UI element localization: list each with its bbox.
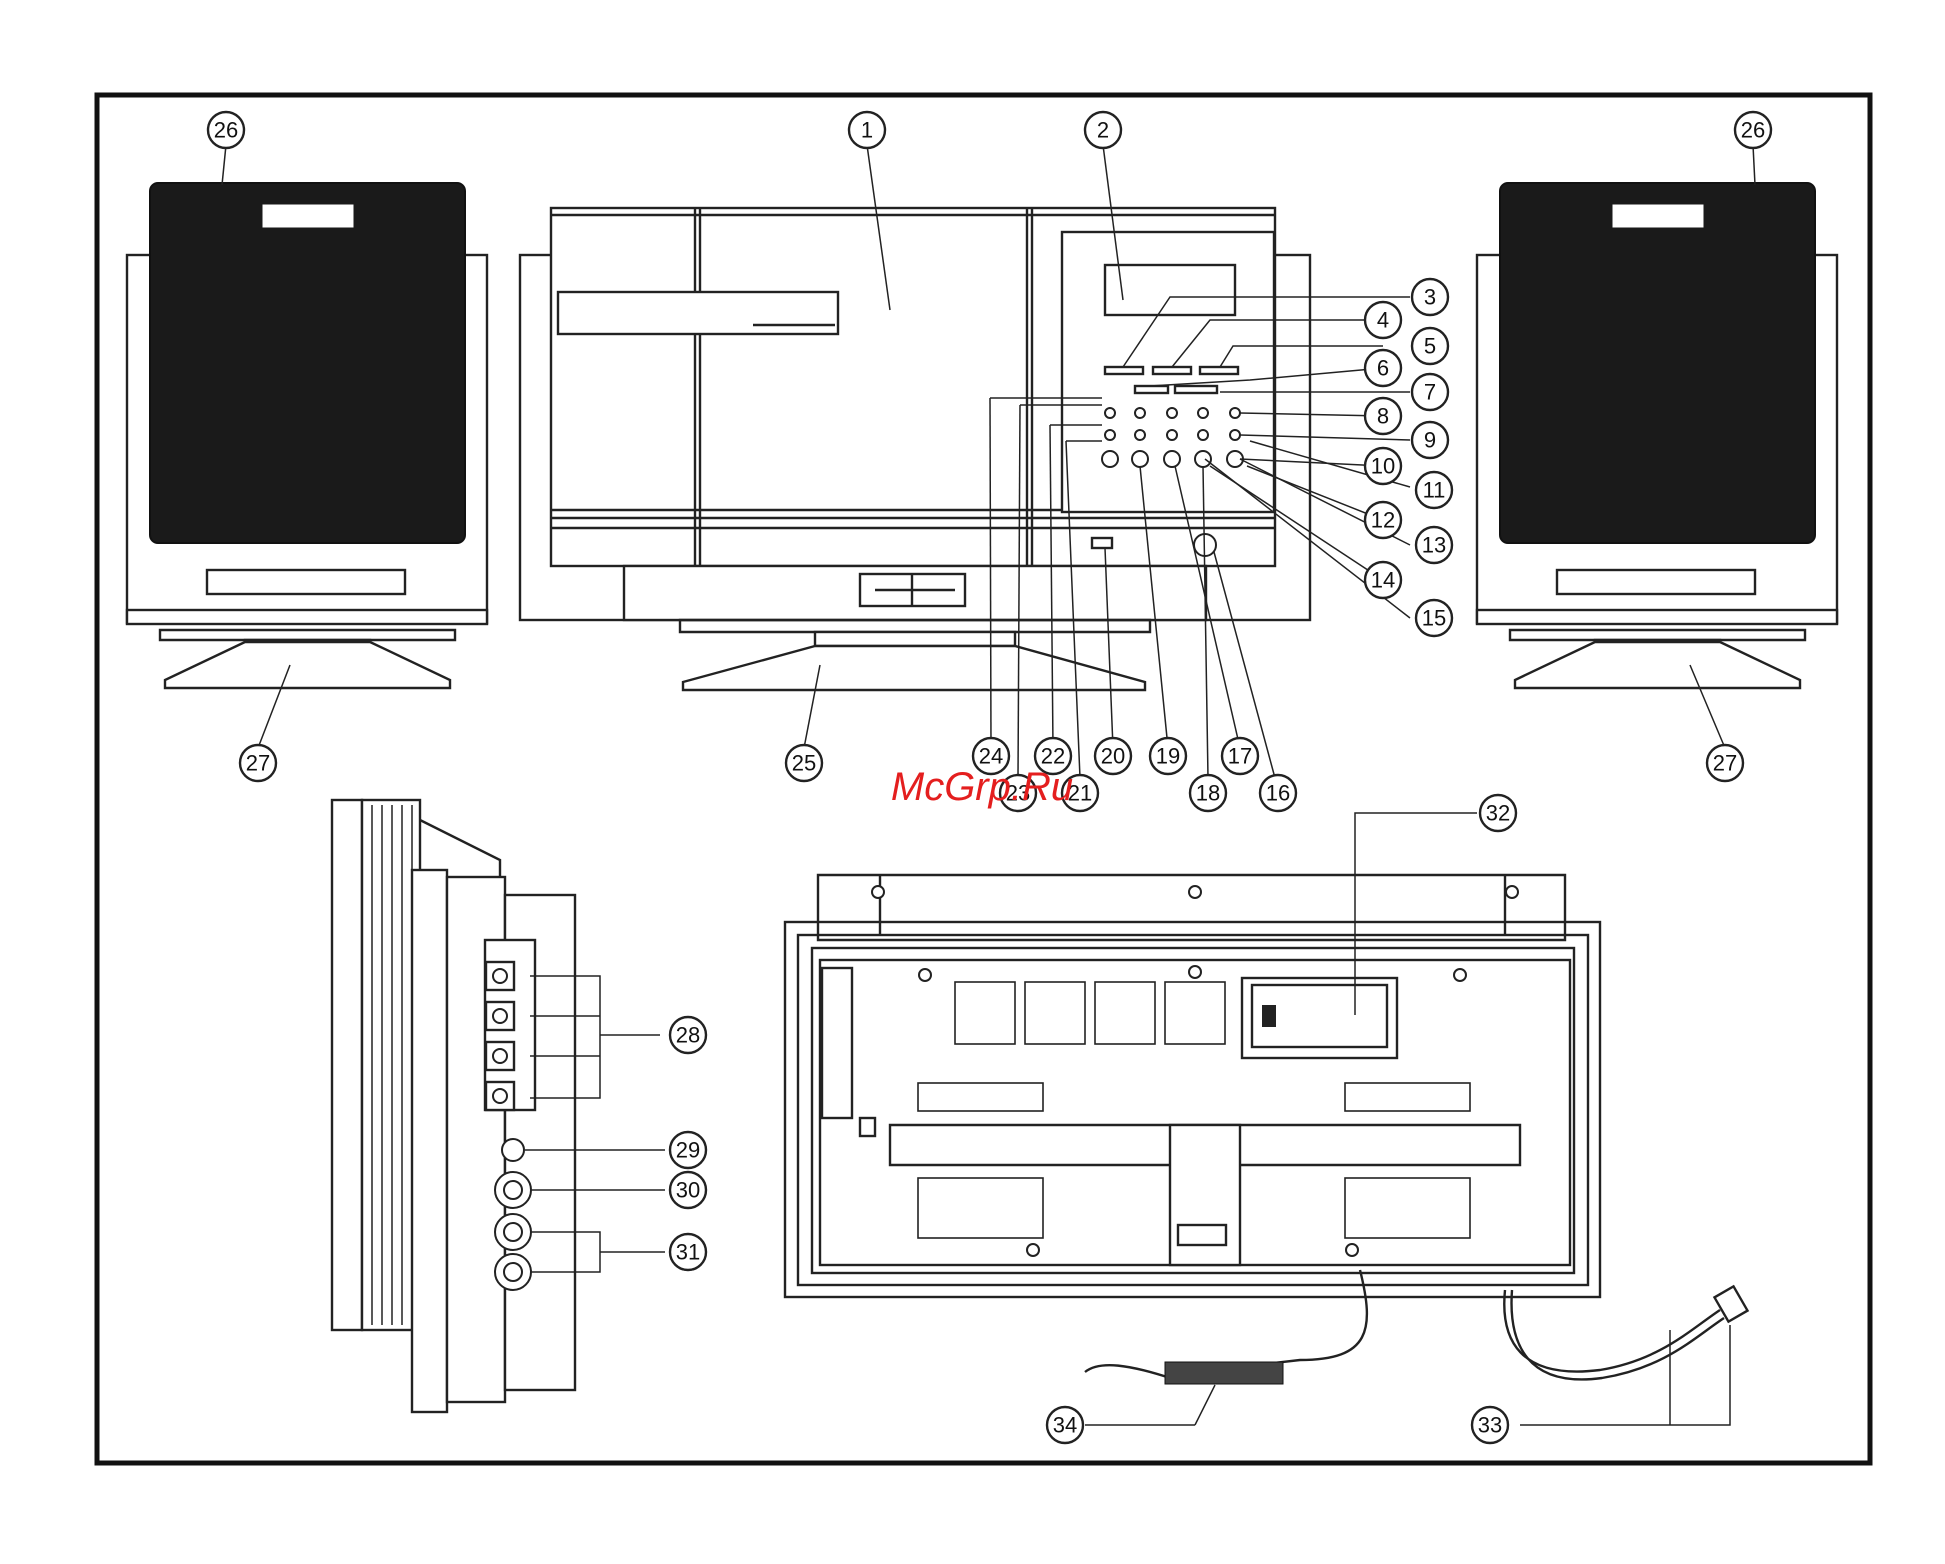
svg-text:3: 3 [1424,285,1436,310]
svg-text:17: 17 [1228,744,1252,769]
svg-text:11: 11 [1423,478,1446,503]
callout-20: 20 [1095,738,1131,774]
callout-33: 33 [1472,1407,1508,1443]
callout-13: 13 [1416,527,1452,563]
callout-32: 32 [1480,795,1516,831]
callout-8: 8 [1365,398,1401,434]
callout-30: 30 [670,1172,706,1208]
callout-6: 6 [1365,350,1401,386]
callout-12: 12 [1365,502,1401,538]
svg-text:25: 25 [792,751,816,776]
svg-text:7: 7 [1424,380,1436,405]
svg-text:32: 32 [1486,801,1510,826]
callout-17: 17 [1222,738,1258,774]
svg-text:5: 5 [1424,334,1436,359]
left-speaker [127,183,487,688]
callout-26-right: 26 [1735,112,1771,148]
svg-text:18: 18 [1196,781,1220,806]
svg-text:15: 15 [1422,606,1446,631]
svg-text:19: 19 [1156,744,1180,769]
callout-5: 5 [1412,328,1448,364]
svg-text:4: 4 [1377,308,1389,333]
svg-text:33: 33 [1478,1413,1502,1438]
svg-text:14: 14 [1371,568,1395,593]
callout-18: 18 [1190,775,1226,811]
callout-29: 29 [670,1132,706,1168]
svg-text:8: 8 [1377,404,1389,429]
svg-text:13: 13 [1422,533,1446,558]
right-speaker [1477,183,1837,688]
svg-text:27: 27 [1713,751,1737,776]
svg-text:27: 27 [246,751,270,776]
side-view [332,800,575,1412]
callout-4: 4 [1365,302,1401,338]
svg-text:31: 31 [676,1240,700,1265]
callout-27-left: 27 [240,745,276,781]
callout-26-left: 26 [208,112,244,148]
svg-text:20: 20 [1101,744,1125,769]
svg-text:16: 16 [1266,781,1290,806]
rear-view [785,875,1748,1384]
main-unit [520,208,1310,690]
callout-14: 14 [1365,562,1401,598]
svg-text:34: 34 [1053,1413,1077,1438]
callout-19: 19 [1150,738,1186,774]
svg-text:1: 1 [861,118,873,143]
svg-text:9: 9 [1424,428,1436,453]
callout-1: 1 [849,112,885,148]
svg-text:12: 12 [1371,508,1395,533]
svg-text:6: 6 [1377,356,1389,381]
callout-10: 10 [1365,448,1401,484]
svg-text:26: 26 [1741,118,1765,143]
watermark: McGrp.Ru [891,765,1073,809]
callout-3: 3 [1412,279,1448,315]
svg-text:2: 2 [1097,118,1109,143]
callout-16: 16 [1260,775,1296,811]
svg-text:26: 26 [214,118,238,143]
callout-11: 11 [1416,472,1452,508]
svg-text:28: 28 [676,1023,700,1048]
callout-25: 25 [786,745,822,781]
svg-text:29: 29 [676,1138,700,1163]
callout-15: 15 [1416,600,1452,636]
callout-28: 28 [670,1017,706,1053]
callout-31: 31 [670,1234,706,1270]
svg-text:30: 30 [676,1178,700,1203]
callout-7: 7 [1412,374,1448,410]
callout-34: 34 [1047,1407,1083,1443]
callout-2: 2 [1085,112,1121,148]
callout-27-right: 27 [1707,745,1743,781]
callout-9: 9 [1412,422,1448,458]
svg-text:10: 10 [1371,454,1395,479]
